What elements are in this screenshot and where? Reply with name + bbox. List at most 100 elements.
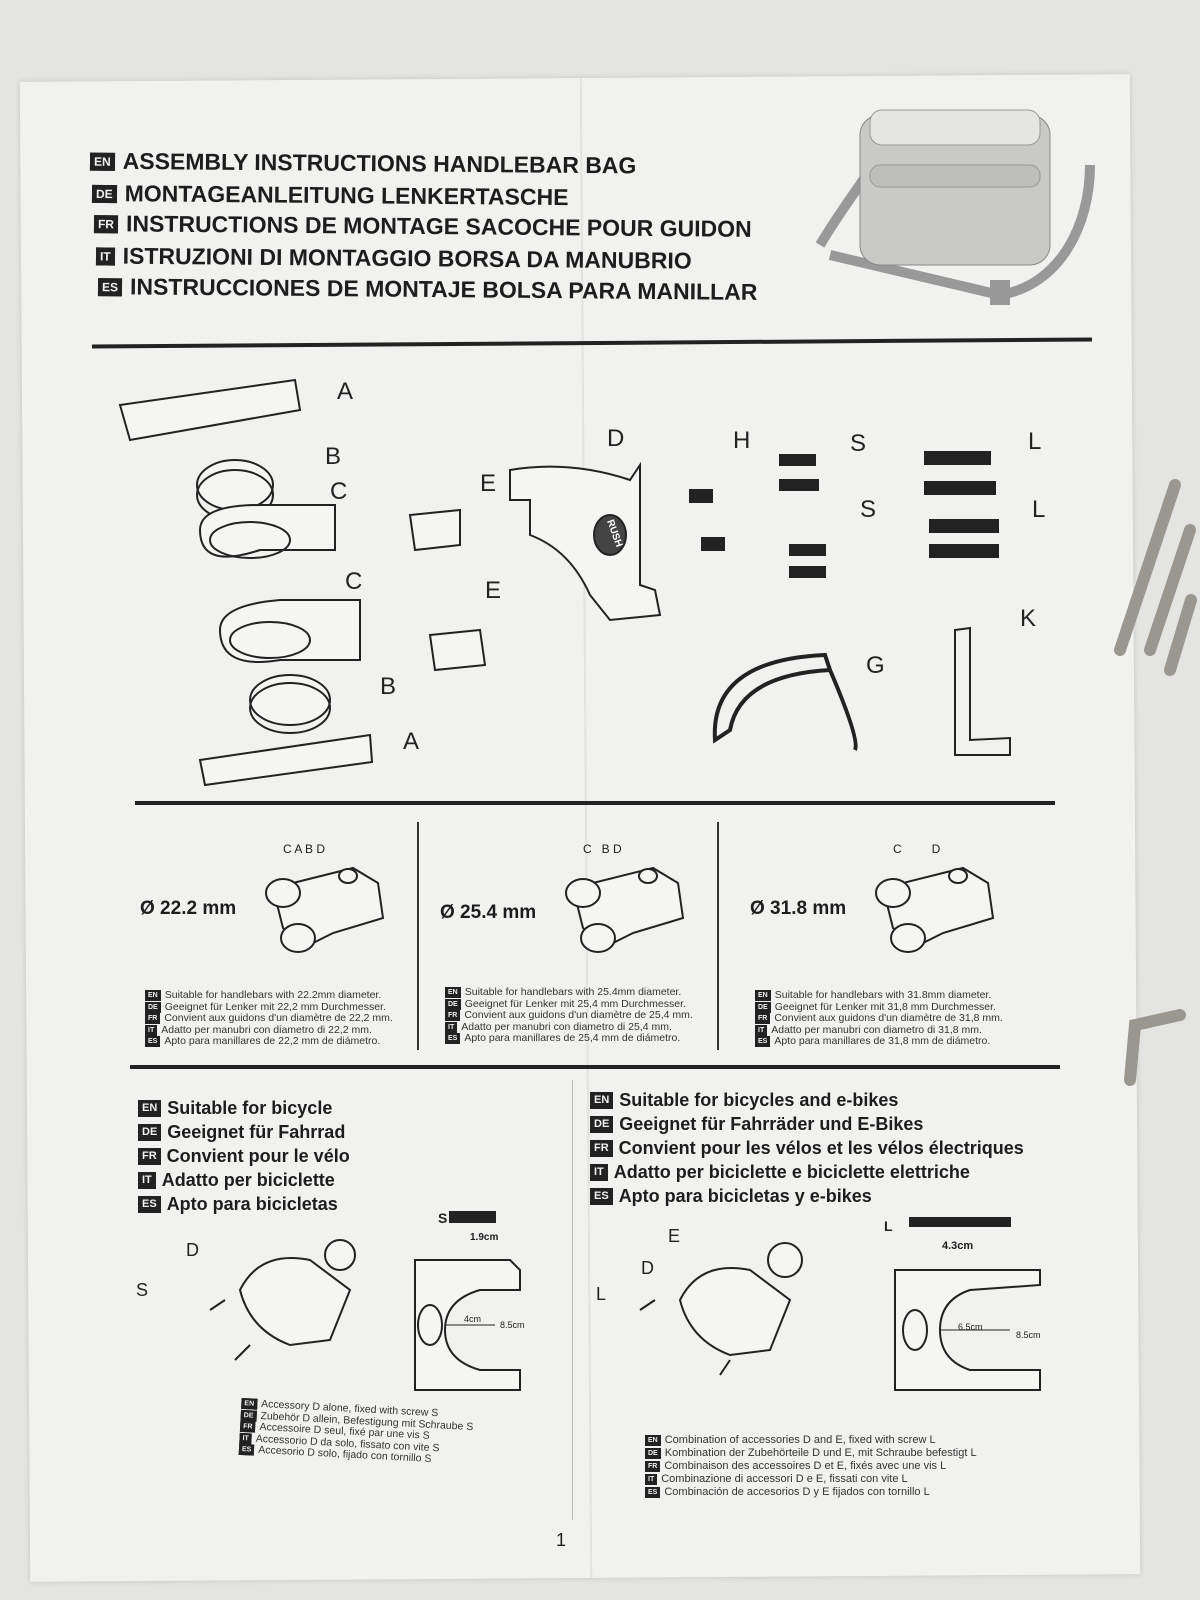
line-text: Suitable for bicycles and e-bikes [619, 1090, 899, 1110]
part-c-label: C [330, 478, 348, 505]
dimension-height: 8.5cm [1016, 1330, 1041, 1340]
line: FR Convient pour le vélo [138, 1144, 350, 1168]
language-badge: ES [97, 277, 123, 296]
parts-diagram [118, 378, 1011, 787]
column-divider [417, 822, 419, 1050]
line-text: Apto para bicicletas [166, 1194, 338, 1214]
note-text: Apto para manillares de 31,8 mm de diáme… [774, 1035, 991, 1047]
language-badge: DE [755, 1001, 771, 1013]
language-badge: FR [239, 1421, 256, 1433]
language-badge: ES [238, 1444, 255, 1456]
note-text: Suitable for handlebars with 25.4mm diam… [464, 986, 682, 998]
title-text: INSTRUCCIONES DE MONTAJE BOLSA PARA MANI… [129, 273, 758, 305]
language-badge: DE [138, 1123, 162, 1141]
line-text: Convient pour le vélo [166, 1146, 350, 1166]
language-badge: EN [445, 987, 461, 999]
language-badge: IT [95, 246, 115, 265]
part-d-label: D [641, 1258, 654, 1278]
note-text: Geeignet für Lenker mit 25,4 mm Durchmes… [464, 997, 686, 1010]
language-badge: IT [590, 1163, 608, 1181]
part-l-label: L [1032, 496, 1046, 523]
language-badge: EN [138, 1099, 162, 1117]
line-text: Combinaison des accessoires D et E, fixé… [664, 1460, 947, 1472]
language-badge: IT [445, 1021, 458, 1033]
language-badge: IT [645, 1474, 658, 1485]
page-number: 1 [556, 1530, 567, 1550]
language-badge: FR [138, 1147, 161, 1165]
part-e-label: E [485, 577, 502, 604]
language-badge: ES [138, 1195, 161, 1213]
line-text: Geeignet für Fahrräder und E-Bikes [619, 1114, 924, 1134]
title-text: INSTRUCTIONS DE MONTAGE SACOCHE POUR GUI… [125, 210, 752, 242]
line-text: Geeignet für Fahrrad [167, 1122, 346, 1142]
dimension-height: 8.5cm [500, 1320, 525, 1330]
line-text: Adatto per biciclette [161, 1170, 335, 1190]
line-text: Adatto per biciclette e biciclette elett… [613, 1162, 970, 1182]
note-text: Suitable for handlebars with 22.2mm diam… [164, 989, 382, 1001]
title-line-it: IT ISTRUZIONI DI MONTAGGIO BORSA DA MANUB… [95, 242, 692, 274]
part-a-label: A [337, 378, 354, 405]
language-badge: IT [755, 1024, 768, 1036]
part-d-label: D [607, 425, 625, 452]
language-badge: IT [145, 1024, 158, 1036]
line-text: Suitable for bicycle [167, 1098, 333, 1118]
line-text: Combinazione di accessori D e E, fissati… [661, 1473, 908, 1485]
divider [135, 801, 1055, 805]
language-badge: ES [755, 1036, 771, 1048]
line-text: Kombination der Zubehörteile D und E, mi… [664, 1447, 977, 1459]
line: EN Suitable for bicycles and e-bikes [590, 1088, 1024, 1112]
part-l-label: L [596, 1284, 607, 1304]
fold-line [572, 1080, 573, 1520]
line-text: Combinación de accesorios D y E fijados … [664, 1486, 930, 1498]
language-badge: EN [241, 1398, 258, 1411]
screw-s-length: 1.9cm [470, 1232, 499, 1243]
language-badge: EN [590, 1091, 614, 1109]
line: ES Apto para bicicletas [138, 1192, 350, 1216]
part-letters: C A B D [283, 842, 326, 856]
language-badge: EN [145, 990, 161, 1002]
language-badge: EN [645, 1435, 661, 1446]
language-badge: FR [145, 1013, 161, 1025]
line: DE Geeignet für Fahrräder und E-Bikes [590, 1112, 1024, 1136]
note-text: Convient aux guidons d'un diamètre de 22… [164, 1012, 393, 1024]
part-l-label: L [1028, 428, 1042, 455]
note-text: Geeignet für Lenker mit 22,2 mm Durchmes… [164, 1000, 386, 1013]
part-c-label: C [345, 568, 363, 595]
part-h-label: H [733, 427, 751, 454]
title-text: ISTRUZIONI DI MONTAGGIO BORSA DA MANUBRI… [122, 242, 692, 274]
note-text: Suitable for handlebars with 31.8mm diam… [774, 989, 992, 1001]
dimension-width: 6.5cm [958, 1322, 983, 1332]
diameter-label: Ø 25.4 mm [440, 902, 537, 923]
note-text: Geeignet für Lenker mit 31,8 mm Durchmes… [774, 1000, 996, 1013]
part-letters: C D [893, 842, 941, 856]
handlebar-bag-illustration [815, 109, 1095, 305]
language-badge: ES [645, 1487, 661, 1498]
language-badge: ES [145, 1036, 161, 1048]
mount-diagram-ebike [639, 1217, 1041, 1391]
part-b-label: B [325, 443, 342, 470]
language-badge: DE [590, 1115, 614, 1133]
divider [130, 1065, 1060, 1069]
column-divider [717, 822, 719, 1050]
